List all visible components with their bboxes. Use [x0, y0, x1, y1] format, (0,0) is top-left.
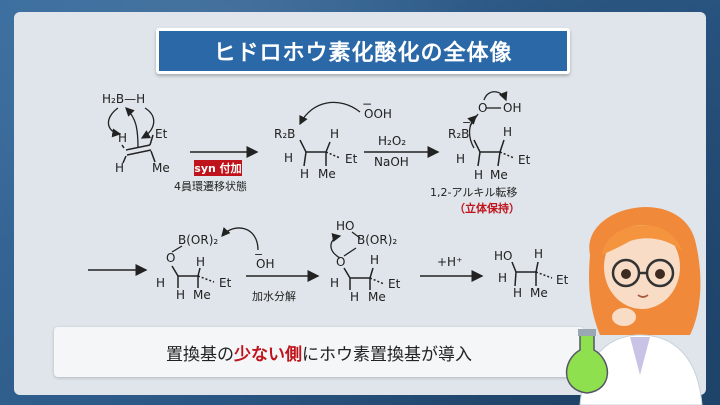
h-label: H: [118, 131, 127, 145]
h-label: H: [196, 255, 205, 269]
organoborane: R₂B H H Et H Me OOH −: [274, 97, 392, 181]
h-label: H: [534, 247, 543, 261]
migration-intermediate: O OH R₂B H H Et H Me −: [448, 91, 531, 182]
h-label: H: [156, 276, 165, 290]
minus-sign: −: [462, 116, 471, 129]
h-label: H: [370, 253, 379, 267]
bond: [149, 134, 154, 146]
borate-ester: B(OR)₂ O H H Et H Me: [156, 227, 259, 302]
curved-arrow: [125, 107, 139, 149]
tetrahedral-borate: HO B(OR)₂ O H H Et H Me: [330, 219, 401, 304]
h-label: H: [474, 168, 483, 182]
h-label: H: [456, 152, 465, 166]
minus-sign: −: [362, 97, 372, 111]
page-title: ヒドロホウ素化酸化の全体像: [213, 41, 513, 66]
et-label: Et: [219, 276, 232, 290]
o-label: O: [478, 101, 487, 115]
curved-arrow: [467, 115, 477, 149]
alcohol-product: HO H H Et H Me: [494, 247, 569, 300]
curved-arrow: [107, 107, 122, 138]
me-label: Me: [368, 290, 386, 304]
h-label: H: [284, 151, 293, 165]
curved-arrow: [483, 91, 508, 102]
h-label: H: [300, 167, 309, 181]
h-label: H: [330, 276, 339, 290]
et-label: Et: [556, 273, 569, 287]
borane-label: H₂B—H: [102, 92, 145, 106]
bond: [150, 150, 156, 163]
bor2-label: B(OR)₂: [357, 233, 397, 247]
migration-label: 1,2-アルキル転移: [430, 186, 517, 199]
h-label: H: [176, 288, 185, 302]
o-label: O: [166, 251, 175, 265]
alkene-borane-reactant: H₂B—H H Et H Me: [102, 92, 170, 175]
title-banner: ヒドロホウ素化酸化の全体像: [156, 28, 570, 74]
me-label: Me: [152, 161, 170, 175]
curved-arrow: [330, 233, 342, 259]
reagent-h2o2: H₂O₂: [378, 134, 406, 148]
o-label: O: [336, 255, 345, 269]
curved-arrow: [221, 227, 259, 251]
oh-label: OH: [503, 101, 521, 115]
note-highlight: 少ない側: [234, 344, 302, 365]
svg-text:syn 付加: syn 付加: [194, 161, 241, 175]
bond: [122, 155, 127, 164]
protonation-label: +H⁺: [437, 255, 462, 269]
h-label: H: [115, 161, 124, 175]
syn-badge: syn 付加: [194, 160, 242, 176]
h-label: H: [498, 271, 507, 285]
me-label: Me: [490, 168, 508, 182]
note-text-pre: 置換基の: [166, 344, 234, 365]
bond: [121, 144, 125, 149]
et-label: Et: [345, 152, 358, 166]
r2b-label: R₂B: [274, 127, 295, 141]
et-label: Et: [388, 277, 401, 291]
h-label: H: [330, 127, 339, 141]
bor2-label: B(OR)₂: [178, 233, 218, 247]
me-label: Me: [530, 286, 548, 300]
h-label: H: [513, 286, 522, 300]
me-label: Me: [193, 288, 211, 302]
h-label: H: [503, 125, 512, 139]
r2b-label: R₂B: [448, 127, 469, 141]
note-text-post: にホウ素置換基が導入: [302, 344, 472, 365]
curved-arrow: [299, 101, 361, 126]
et-label: Et: [155, 127, 168, 141]
retention-label: （立体保持）: [454, 201, 520, 215]
ho-label: HO: [494, 249, 512, 263]
double-bond: [126, 149, 152, 156]
hydrolysis-label: 加水分解: [252, 289, 296, 303]
me-label: Me: [318, 167, 336, 181]
et-label: Et: [518, 153, 531, 167]
scientist-character-illustration: [565, 207, 703, 405]
hydroxide-label: OH: [256, 257, 274, 271]
reagent-naoh: NaOH: [374, 155, 409, 169]
ho-label: HO: [336, 219, 354, 233]
ts-label: 4員環遷移状態: [174, 179, 247, 193]
ooh-label: OOH: [364, 107, 392, 121]
summary-note: 置換基の少ない側にホウ素置換基が導入: [54, 327, 584, 377]
minus-sign: −: [254, 248, 263, 261]
h-label: H: [350, 290, 359, 304]
curved-arrow: [140, 107, 155, 139]
